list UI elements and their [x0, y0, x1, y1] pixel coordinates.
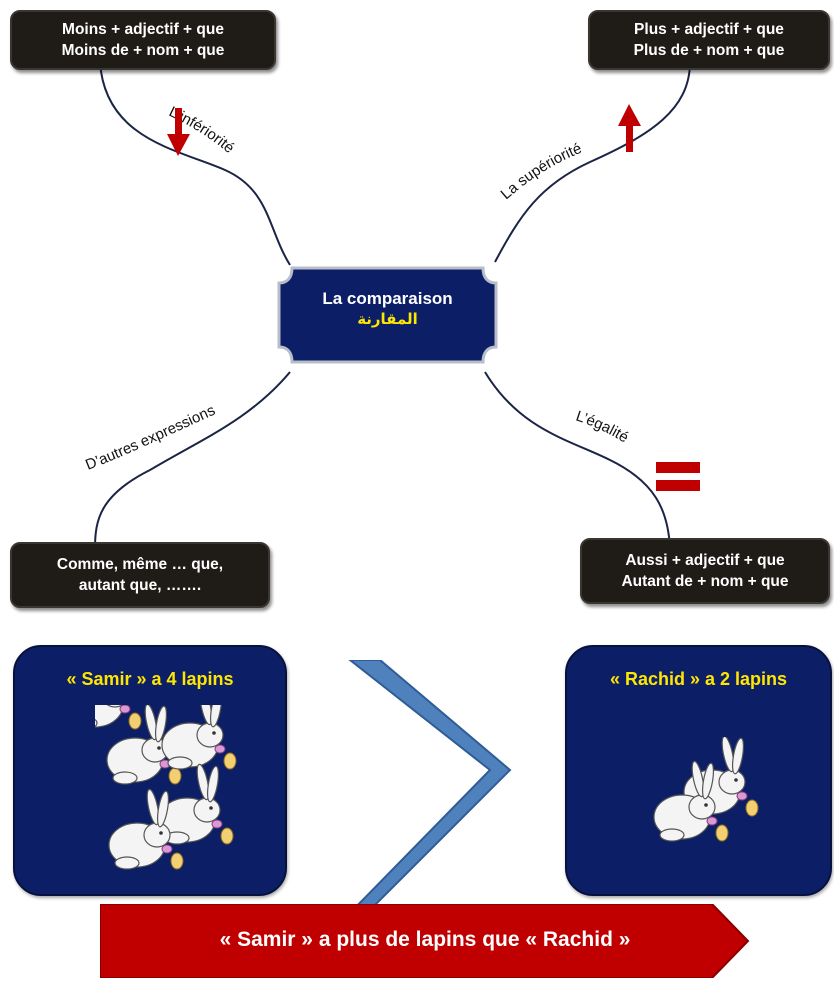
conclusion-text: « Samir » a plus de lapins que « Rachid … — [219, 928, 631, 951]
equality-line-1: Aussi + adjectif + que — [625, 552, 785, 569]
superiority-box: Plus + adjectif + que Plus de + nom + qu… — [588, 10, 830, 70]
arrow-up-icon — [618, 104, 641, 152]
branch-label-other: D’autres expressions — [83, 402, 218, 474]
branch-label-equality: L’égalité — [574, 408, 632, 447]
left-panel-title: « Samir » a 4 lapins — [66, 669, 234, 689]
greater-than-icon — [346, 660, 512, 915]
other-line-1: Comme, même … que, — [56, 556, 224, 573]
equality-line-2: Autant de + nom + que — [621, 573, 789, 590]
inferiority-box: Moins + adjectif + que Moins de + nom + … — [10, 10, 276, 70]
center-node-shape — [277, 266, 498, 364]
equal-sign-icon — [656, 462, 700, 491]
branch-line-equality — [484, 371, 671, 549]
equality-box: Aussi + adjectif + que Autant de + nom +… — [580, 538, 830, 604]
rabbits-group-four-icon — [95, 705, 237, 870]
branch-line-other — [94, 371, 291, 549]
inferiority-line-1: Moins + adjectif + que — [62, 21, 224, 38]
left-example-panel: « Samir » a 4 lapins — [13, 645, 287, 896]
other-line-2: autant que, ……. — [78, 577, 202, 594]
superiority-line-2: Plus de + nom + que — [633, 42, 785, 59]
center-node: La comparaison المقارنة — [278, 288, 497, 330]
superiority-line-1: Plus + adjectif + que — [634, 21, 784, 38]
mindmap-connectors: L’infériorité La supériorité D’autres ex… — [83, 61, 700, 549]
center-title: La comparaison — [322, 289, 453, 308]
center-arabic-title: المقارنة — [357, 311, 418, 328]
arrow-down-icon — [167, 108, 190, 156]
conclusion-arrow-shape — [100, 904, 750, 978]
branch-line-inferiority — [99, 61, 291, 266]
right-panel-title: « Rachid » a 2 lapins — [609, 669, 788, 689]
inferiority-line-2: Moins de + nom + que — [61, 42, 225, 59]
rabbits-group-two-icon — [653, 737, 759, 842]
other-expressions-box: Comme, même … que, autant que, ……. — [10, 542, 270, 608]
branch-line-superiority — [494, 61, 691, 263]
right-example-panel: « Rachid » a 2 lapins — [565, 645, 832, 896]
